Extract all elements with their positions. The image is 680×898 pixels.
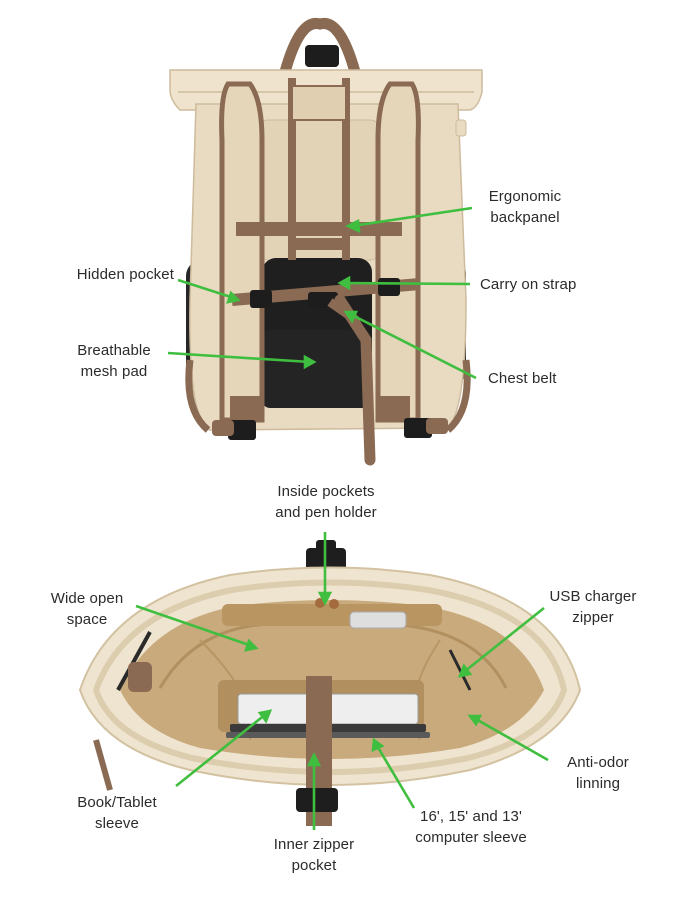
- label-line: backpanel: [490, 209, 560, 226]
- label-line: Wide open: [50, 590, 124, 607]
- label-line: space: [66, 611, 108, 628]
- label-chest-belt: Chest belt: [488, 368, 588, 389]
- label-wide-open-space: Wide open space: [32, 588, 142, 630]
- label-line: 16', 15' and 13': [420, 808, 522, 825]
- label-line: USB charger: [549, 588, 637, 605]
- carry-on-strap: [236, 222, 402, 236]
- label-line: Carry on strap: [480, 276, 577, 293]
- handle-buckle: [305, 45, 339, 67]
- label-inside-pockets: Inside pockets and pen holder: [256, 481, 396, 523]
- label-line: zipper: [572, 609, 614, 626]
- label-usb-charger-zipper: USB charger zipper: [538, 586, 648, 628]
- label-line: computer sleeve: [415, 829, 527, 846]
- label-line: Book/Tablet: [77, 794, 157, 811]
- label-line: linning: [575, 775, 621, 792]
- label-inner-zipper-pocket: Inner zipper pocket: [254, 834, 374, 876]
- label-line: Inside pockets: [277, 483, 375, 500]
- label-line: Hidden pocket: [76, 266, 174, 283]
- inner-zipper-strap: [306, 676, 332, 766]
- label-line: pocket: [291, 857, 337, 874]
- right-shoulder-strap: [375, 81, 421, 423]
- label-hidden-pocket: Hidden pocket: [40, 264, 174, 285]
- label-line: Ergonomic: [488, 188, 562, 205]
- callout-arrows: [135, 206, 549, 830]
- label-line: sleeve: [95, 815, 139, 832]
- label-line: Anti-odor: [567, 754, 629, 771]
- left-shoulder-strap: [219, 81, 265, 423]
- label-line: Breathable: [77, 342, 151, 359]
- label-anti-odor-lining: Anti-odor linning: [548, 752, 648, 794]
- label-breathable-mesh-pad: Breathable mesh pad: [56, 340, 172, 382]
- top-handle: [279, 17, 361, 78]
- label-book-tablet-sleeve: Book/Tablet sleeve: [62, 792, 172, 834]
- label-computer-sleeve: 16', 15' and 13' computer sleeve: [396, 806, 546, 848]
- label-line: Inner zipper: [273, 836, 355, 853]
- label-line: Chest belt: [488, 370, 557, 387]
- label-line: mesh pad: [80, 363, 148, 380]
- label-line: and pen holder: [275, 504, 377, 521]
- label-ergonomic-backpanel: Ergonomic backpanel: [470, 186, 580, 228]
- label-carry-on-strap: Carry on strap: [480, 274, 620, 295]
